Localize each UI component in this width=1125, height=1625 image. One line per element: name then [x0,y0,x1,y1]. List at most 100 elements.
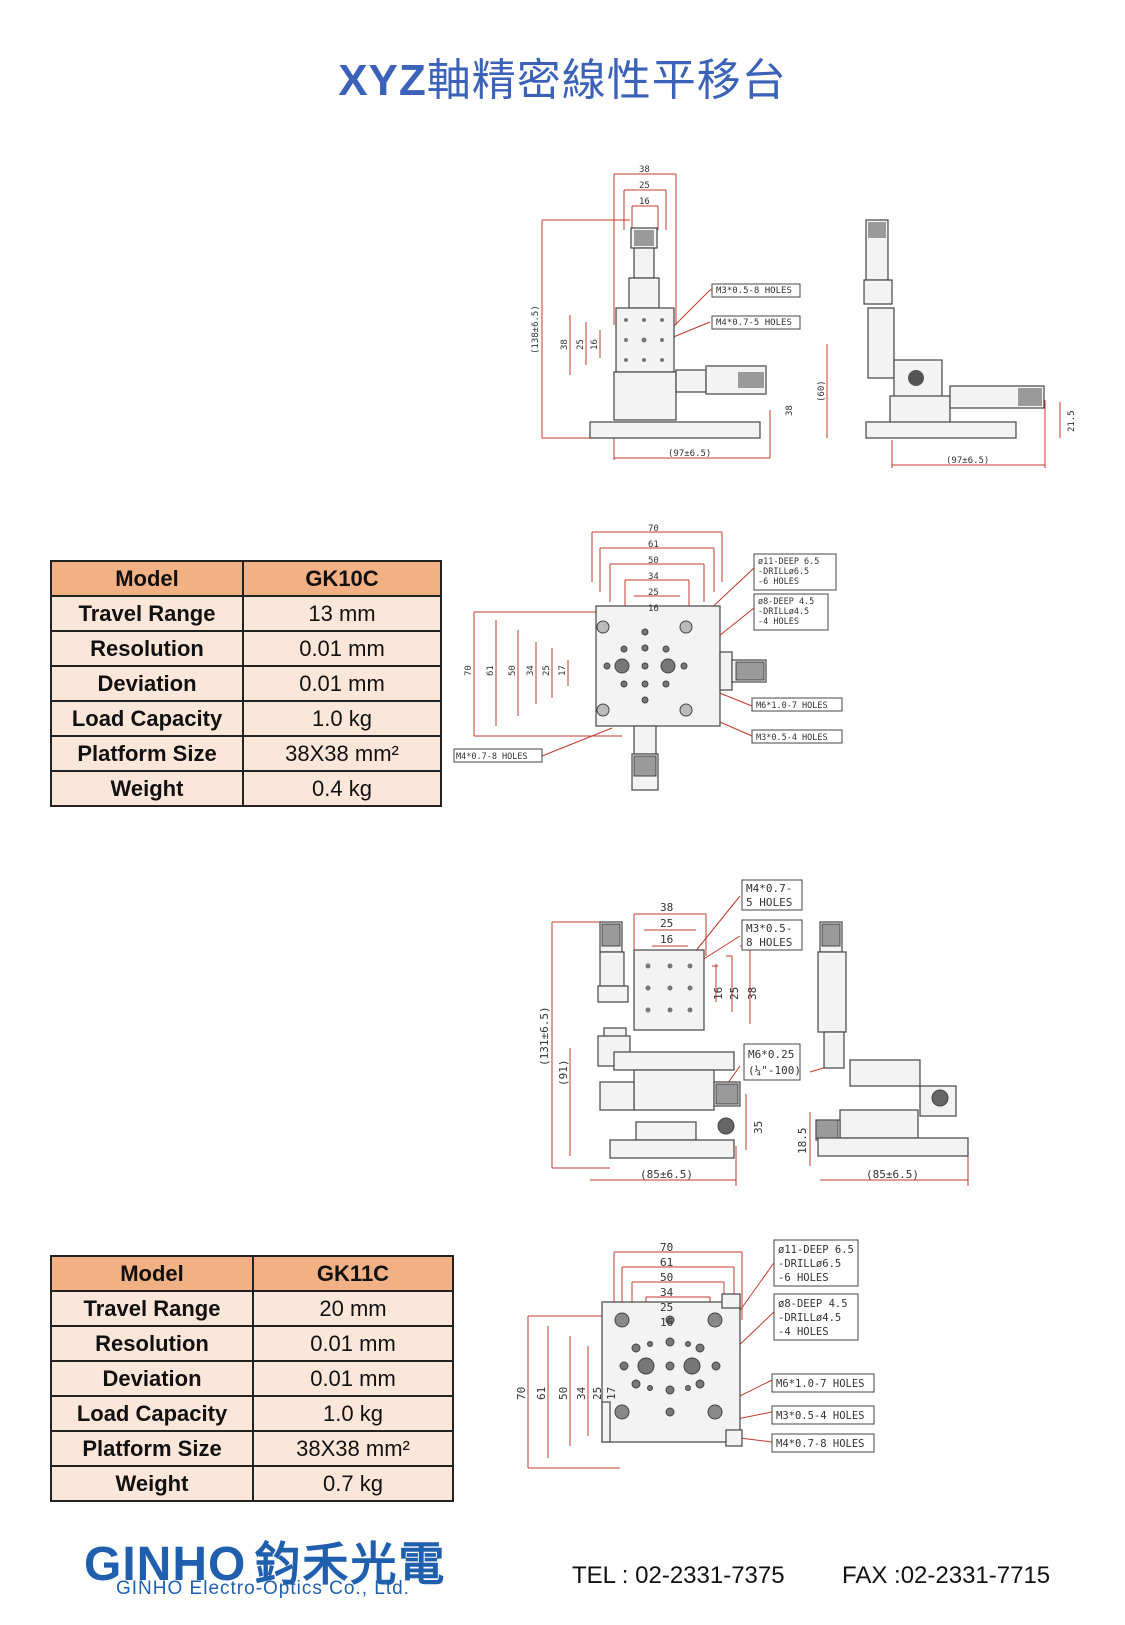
row-value: 38X38 mm² [242,735,442,772]
row-label: Resolution [50,1325,254,1362]
callout-d11-line2: -DRILLø6.5 [758,567,809,577]
dim-61-v: 61 [486,665,496,676]
dim-16: 16 [648,604,659,614]
callout-m6-line2: (¼"-100) [748,1064,801,1077]
dim-70-v: 70 [464,665,474,676]
dim-25-left: 25 [576,339,586,350]
row-label: Deviation [50,665,244,702]
dim-38-top: 38 [639,165,650,175]
dim-38-right: 38 [746,987,759,1000]
dim-70: 70 [648,524,659,534]
table-header-row: Model GK11C [50,1255,454,1292]
callout-d8-line3: -4 HOLES [758,617,799,627]
dim-16-left: 16 [590,339,600,350]
dim-16-right: 16 [712,987,725,1000]
dim-25-top: 25 [639,181,650,191]
dim-50-v: 50 [557,1387,570,1400]
telephone: TEL : 02-2331-7375 [572,1562,785,1589]
row-value: 0.01 mm [252,1360,454,1397]
row-label: Travel Range [50,1290,254,1327]
dim-61: 61 [648,540,659,550]
dim-61: 61 [660,1256,673,1269]
dim-50: 50 [648,556,659,566]
gk10c-side-views-drawing: 38 25 16 (138±6.5) 38 25 16 38 (60) (97±… [530,160,1090,480]
dim-16-top: 16 [660,933,673,946]
row-value: 38X38 mm² [252,1430,454,1467]
callout-m4-line2: 5 HOLES [746,896,792,909]
row-label: Load Capacity [50,700,244,737]
callout-d11-line1: ø11-DEEP 6.5 [758,557,819,567]
callout-d11-line2: -DRILLø6.5 [778,1258,841,1270]
dim-50-v: 50 [508,665,518,676]
callout-d11-line3: -6 HOLES [778,1272,829,1284]
dim-34-v: 34 [575,1386,588,1400]
dim-35: 35 [752,1121,765,1134]
logo-cjk-name: 鈞禾光電 [254,1537,447,1591]
callout-m3-line2: 8 HOLES [746,936,792,949]
row-value: 13 mm [242,595,442,632]
row-label: Platform Size [50,735,244,772]
dim-25: 25 [648,588,659,598]
row-value: 1.0 kg [242,700,442,737]
logo-wordmark: GINHO [84,1538,247,1591]
callout-m3-line1: M3*0.5- [746,922,792,935]
callout-m4-holes: M4*0.7-5 HOLES [716,318,792,328]
dim-60: (60) [817,380,827,402]
header-label: Model [50,1255,254,1292]
dim-97-side: (97±6.5) [946,456,989,466]
header-model: GK11C [252,1255,454,1292]
dim-91: (91) [557,1060,570,1087]
gk11c-top-view-drawing: 70 61 50 34 25 16 70 61 50 34 25 17 ø11-… [510,1239,920,1510]
dim-16-top: 16 [639,197,650,207]
dim-25-v: 25 [542,665,552,676]
row-label: Weight [50,770,244,807]
row-value: 0.4 kg [242,770,442,807]
gk10c-top-view-drawing: 70 61 50 34 25 16 70 61 50 34 25 17 ø11-… [453,522,892,822]
dim-97-front: (97±6.5) [668,449,711,459]
dim-38-left: 38 [560,339,570,350]
row-label: Platform Size [50,1430,254,1467]
title-latin: XYZ [338,56,427,105]
dim-131: (131±6.5) [538,1006,551,1066]
callout-d8-line1: ø8-DEEP 4.5 [778,1298,848,1310]
callout-m4-line1: M4*0.7- [746,882,792,895]
callout-m6-line1: M6*0.25 [748,1048,794,1061]
dim-16: 16 [660,1316,673,1329]
header-model: GK10C [242,560,442,597]
dim-38-top: 38 [660,901,673,914]
row-value: 0.01 mm [252,1325,454,1362]
row-label: Deviation [50,1360,254,1397]
fax-number: FAX :02-2331-7715 [842,1562,1051,1589]
callout-m3-holes: M3*0.5-8 HOLES [716,286,792,296]
row-value: 0.01 mm [242,665,442,702]
row-label: Weight [50,1465,254,1502]
dim-38-right: 38 [785,405,795,416]
dim-17-v: 17 [558,665,568,676]
row-value: 0.7 kg [252,1465,454,1502]
row-label: Load Capacity [50,1395,254,1432]
dim-21-5: 21.5 [1067,410,1077,432]
dim-34: 34 [648,572,659,582]
callout-d11-line1: ø11-DEEP 6.5 [778,1244,854,1256]
title-cjk: 軸精密線性平移台 [426,55,787,106]
callout-m6-holes: M6*1.0-7 HOLES [776,1378,865,1390]
callout-m4-holes: M4*0.7-8 HOLES [456,752,528,762]
dim-70-v: 70 [515,1387,528,1400]
dim-17-v: 17 [605,1387,618,1400]
table-header-row: Model GK10C [50,560,442,597]
row-value: 0.01 mm [242,630,442,667]
callout-m6-holes: M6*1.0-7 HOLES [756,701,828,711]
row-value: 1.0 kg [252,1395,454,1432]
dim-70: 70 [660,1241,673,1254]
